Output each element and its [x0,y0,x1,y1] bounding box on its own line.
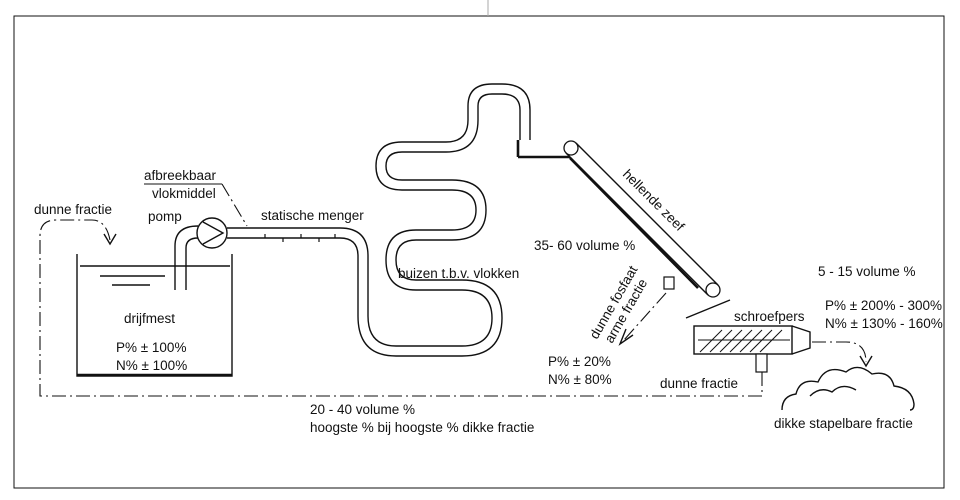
label-volume-35-60: 35- 60 volume % [534,238,635,253]
static-mixer [227,227,493,347]
label-dikke-n: N% ± 130% - 160% [825,316,943,331]
inclined-sieve [563,140,721,298]
diagram-frame [13,15,945,489]
label-afbreekbaar: afbreekbaar [144,168,217,183]
suction-pipe [174,225,199,290]
pump-arrow [202,221,225,245]
static-mixer-inner [227,237,503,357]
stack-pile-inner [809,385,857,397]
label-vlokmiddel: vlokmiddel [152,186,216,201]
thick-fraction-arrow-head [859,355,873,368]
thick-fraction-arrow [812,341,867,363]
label-volume-5-15: 5 - 15 volume % [818,264,916,279]
label-fosfaat-n: N% ± 80% [548,372,612,387]
label-drijfmest: drijfmest [124,311,175,326]
label-hellende-zeef: hellende zeef [620,167,688,235]
label-schroefpers: schroefpers [734,309,805,324]
label-volume-20-40: 20 - 40 volume % [310,402,415,417]
label-drijfmest-p: P% ± 100% [116,340,186,355]
mixer-ticks [264,234,336,242]
label-drijfmest-n: N% ± 100% [116,358,187,373]
flocculation-pipes [375,83,570,291]
fosfaat-arrow [623,292,667,341]
label-buizen: buizen t.b.v. vlokken [398,266,519,281]
recirculation-arrow-head [103,233,117,246]
recirculation-line [39,219,763,397]
dosing-line [221,183,248,227]
fosfaat-arrow-head [618,328,634,346]
label-dikke-stapelbare: dikke stapelbare fractie [774,416,913,431]
label-pomp: pomp [148,209,182,224]
stack-pile [781,366,915,411]
screw-press [685,299,811,373]
label-fosfaat-p: P% ± 20% [548,354,611,369]
label-hoogste: hoogste % bij hoogste % dikke fractie [310,420,534,435]
pump [196,217,228,249]
label-dikke-p: P% ± 200% - 300% [825,298,942,313]
label-dunne-fractie-top: dunne fractie [34,202,112,217]
label-dunne-fractie-bottom: dunne fractie [660,376,738,391]
label-statische-menger: statische menger [261,208,364,223]
suction-pipe-inner [185,237,199,290]
